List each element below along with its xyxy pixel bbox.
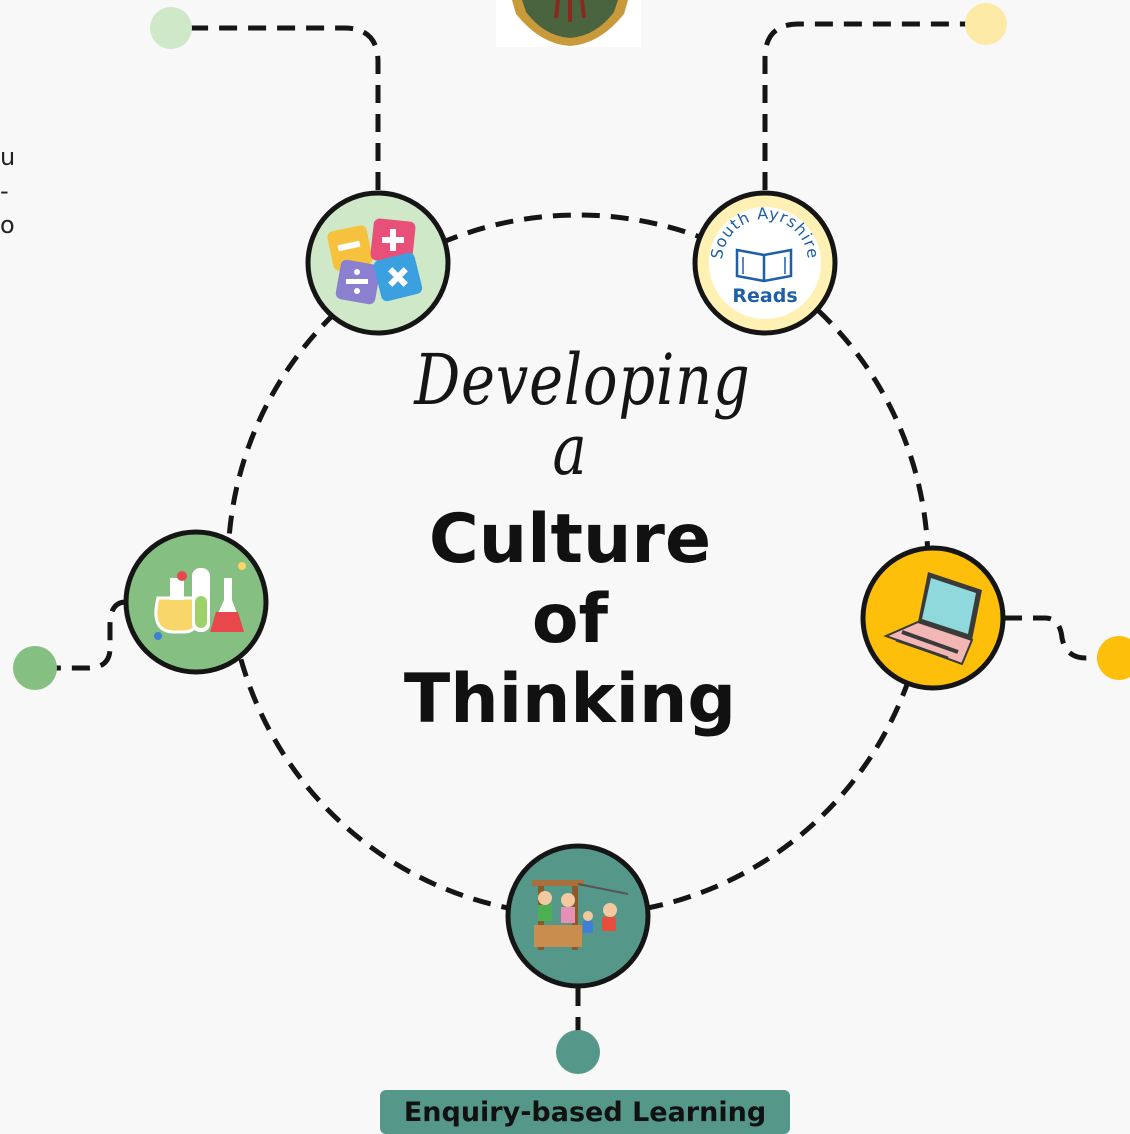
node-digital[interactable] bbox=[860, 545, 1006, 691]
connector-digital bbox=[1004, 615, 1120, 661]
node-literacy[interactable]: South Ayrshire Reads bbox=[692, 190, 838, 336]
cropped-side-text: u - of bbox=[0, 140, 14, 242]
cropped-text-line-1: u bbox=[0, 143, 14, 171]
school-crest-logo bbox=[496, 0, 641, 47]
node-enquiry[interactable] bbox=[505, 843, 651, 989]
title-bold-line-1: Culture bbox=[428, 500, 712, 579]
cropped-text-line-3: of bbox=[0, 211, 14, 239]
math-operations-icon bbox=[327, 218, 423, 305]
endpoint-dot-enquiry bbox=[556, 1030, 600, 1074]
title-bold: Culture of Thinking bbox=[370, 500, 770, 740]
title-script-line: Developing a bbox=[414, 339, 751, 491]
endpoint-dot-digital bbox=[1097, 636, 1130, 680]
laptop-icon bbox=[883, 572, 982, 666]
endpoint-dot-science bbox=[13, 646, 57, 690]
connector-numeracy bbox=[172, 25, 381, 190]
cropped-text-line-2: - bbox=[0, 177, 9, 205]
science-flasks-icon bbox=[154, 562, 246, 640]
title-bold-line-3: Thinking bbox=[403, 660, 737, 739]
node-science[interactable] bbox=[123, 529, 269, 675]
connector-science bbox=[35, 599, 127, 671]
children-playground-icon bbox=[532, 880, 629, 950]
svg-text:Reads: Reads bbox=[732, 285, 797, 307]
endpoint-dot-numeracy bbox=[150, 7, 192, 49]
endpoint-dot-literacy bbox=[965, 3, 1007, 45]
enquiry-badge-label: Enquiry-based Learning bbox=[403, 1096, 767, 1128]
enquiry-badge[interactable]: Enquiry-based Learning bbox=[380, 1090, 790, 1134]
node-numeracy[interactable] bbox=[305, 190, 451, 336]
title-bold-line-2: of bbox=[531, 580, 609, 659]
connector-literacy bbox=[762, 21, 986, 190]
